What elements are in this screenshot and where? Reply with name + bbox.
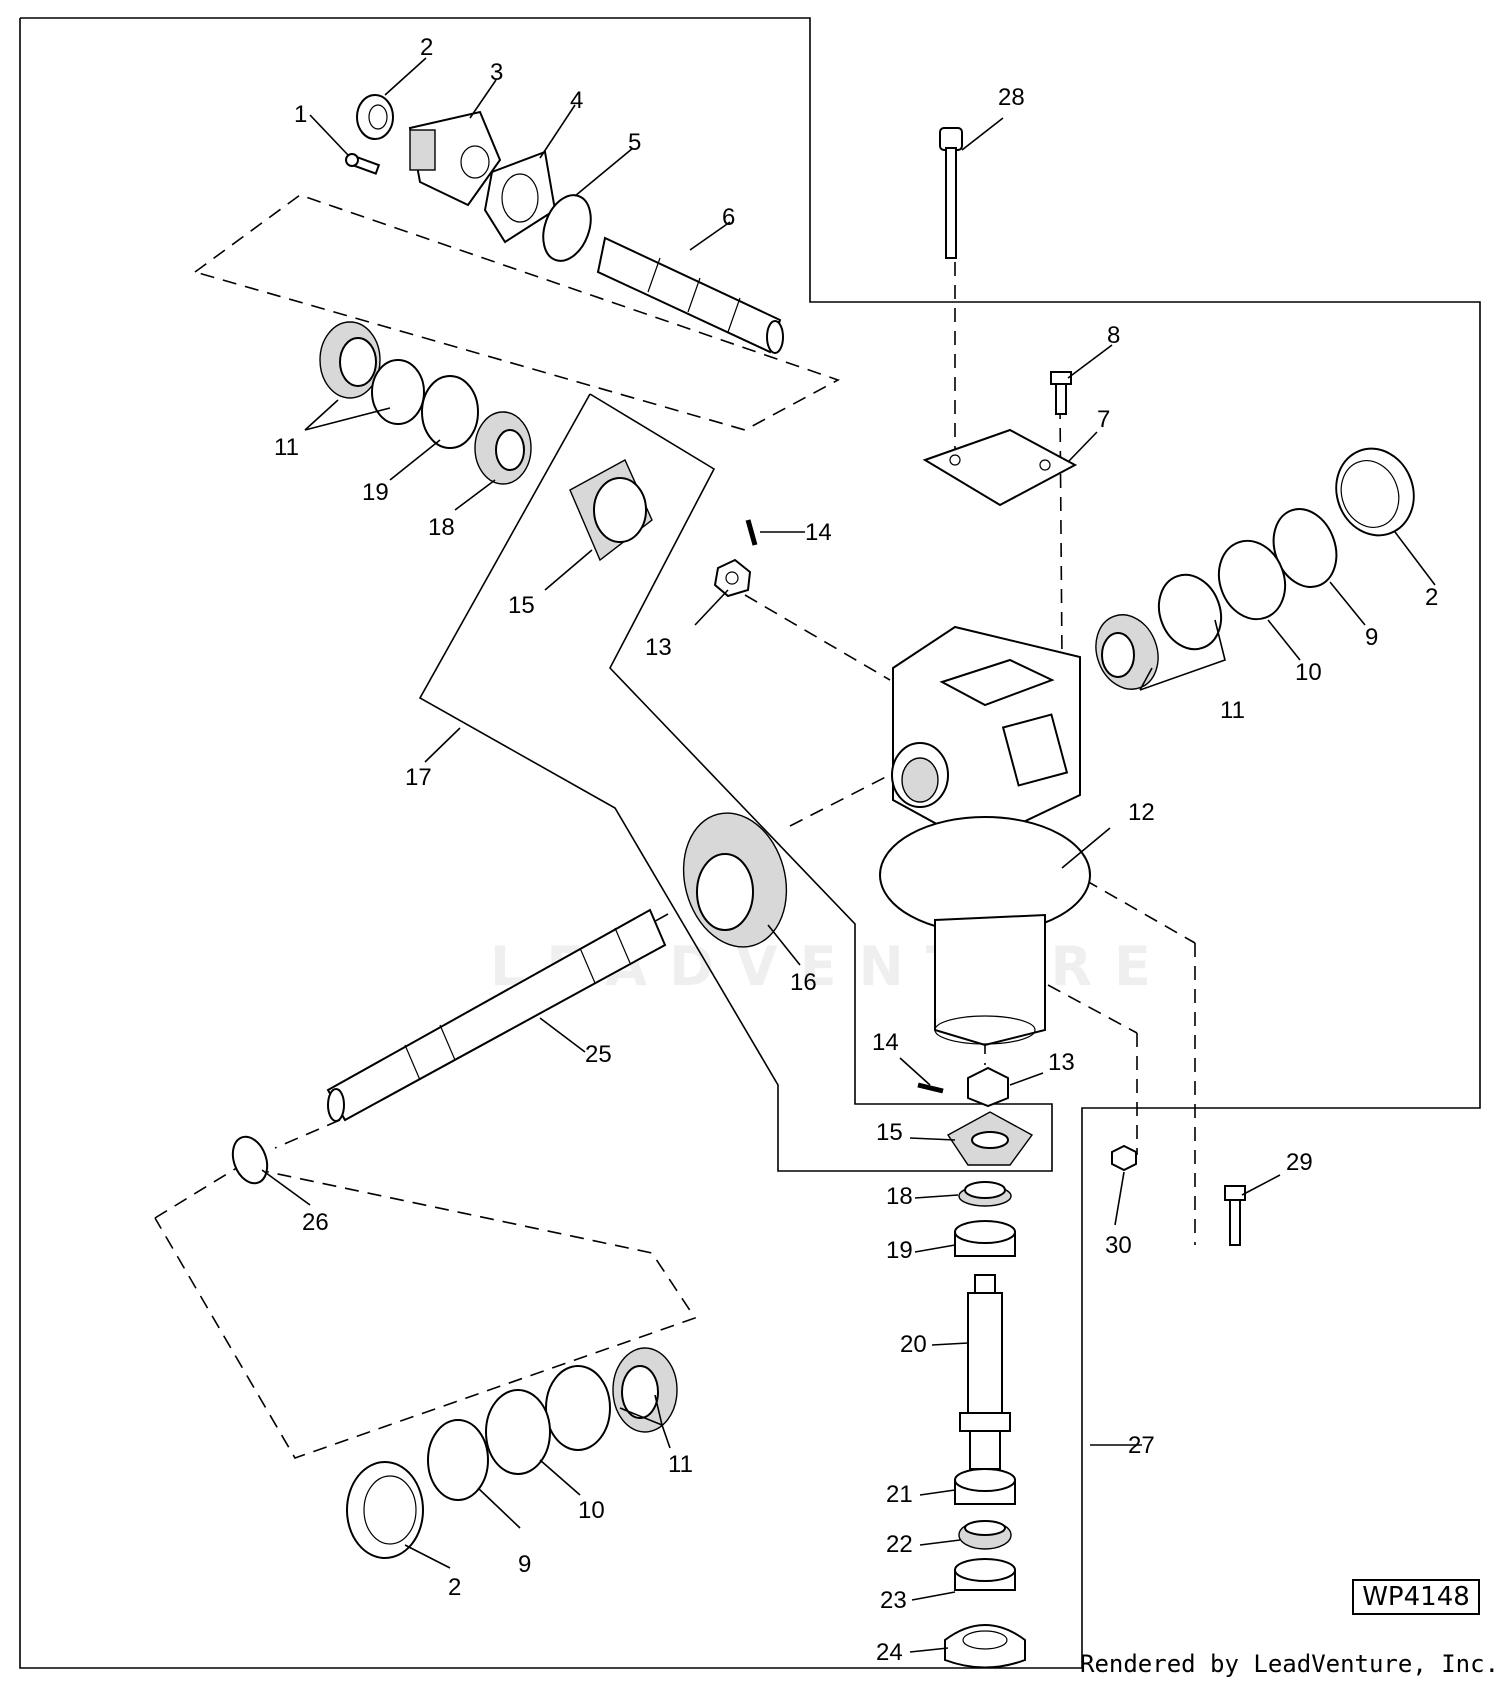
callout-15-upper: 15 <box>508 592 535 619</box>
callout-26: 26 <box>302 1209 329 1236</box>
part-19-cup-upper <box>421 375 479 449</box>
dashed-group-upper <box>194 194 840 431</box>
part-21-cup <box>954 1468 1016 1505</box>
part-12-gearbox-housing <box>879 625 1091 1047</box>
callout-1: 1 <box>294 101 307 128</box>
callout-6: 6 <box>722 204 735 231</box>
part-10-shim-right <box>1217 539 1287 621</box>
axis-8 <box>1059 404 1063 661</box>
part-20-pinion-shaft <box>959 1274 1011 1470</box>
callout-18-upper: 18 <box>428 514 455 541</box>
callout-4: 4 <box>570 87 583 114</box>
callout-7: 7 <box>1097 406 1110 433</box>
part-2-seal-lower <box>346 1461 424 1559</box>
callout-8: 8 <box>1107 322 1120 349</box>
part-22-bearing-cone <box>958 1520 1012 1550</box>
assembly-boundary <box>19 17 1481 1669</box>
part-3-bearing-cap <box>408 110 502 207</box>
callout-30: 30 <box>1105 1232 1132 1259</box>
callout-19-upper: 19 <box>362 479 389 506</box>
part-13-nut-upper <box>713 558 752 598</box>
part-9-snap-ring-lower <box>427 1419 489 1501</box>
callout-2-lower: 2 <box>448 1574 461 1601</box>
leader-lines <box>261 57 1436 1653</box>
callout-22: 22 <box>886 1531 913 1558</box>
axis-26 <box>274 1119 341 1149</box>
callout-16: 16 <box>790 969 817 996</box>
callout-29: 29 <box>1286 1149 1313 1176</box>
callout-11-lower: 11 <box>668 1451 693 1478</box>
part-23-seal <box>954 1558 1016 1591</box>
axis-30 <box>1047 984 1138 1034</box>
callout-3: 3 <box>490 59 503 86</box>
part-10-shim-lower <box>485 1389 551 1475</box>
part-18-bearing-lower <box>958 1181 1012 1207</box>
callout-2-right: 2 <box>1425 584 1438 611</box>
part-1-bolt <box>345 153 381 175</box>
part-2-seal-right <box>1335 447 1415 537</box>
part-19-cup-lower <box>954 1220 1016 1257</box>
part-26-snap-ring <box>231 1135 269 1185</box>
callout-17: 17 <box>405 764 432 791</box>
part-4-gasket <box>483 150 557 244</box>
axis-13-upper <box>744 594 891 681</box>
part-16-bevel-gear <box>682 812 788 948</box>
callout-28: 28 <box>998 84 1025 111</box>
callout-21: 21 <box>886 1481 913 1508</box>
part-18-bearing-upper <box>474 411 532 485</box>
part-11-bearing-lower <box>612 1347 678 1433</box>
callout-15-lower: 15 <box>876 1119 903 1146</box>
callout-23: 23 <box>880 1587 907 1614</box>
part-25-cross-shaft <box>326 908 667 1122</box>
callout-9-right: 9 <box>1365 624 1378 651</box>
part-2-seal-top <box>356 94 394 140</box>
part-11-cup-lower <box>545 1365 611 1451</box>
callout-18-lower: 18 <box>886 1183 913 1210</box>
callout-25: 25 <box>585 1041 612 1068</box>
axis-12-right <box>1084 879 1196 944</box>
drawing-code-box: WP4148 <box>1352 1579 1480 1615</box>
callout-13-upper: 13 <box>645 634 672 661</box>
part-13-nut-lower <box>967 1066 1009 1108</box>
callout-14-lower: 14 <box>872 1029 899 1056</box>
part-11-cup-right <box>1157 573 1223 651</box>
render-credit: Rendered by LeadVenture, Inc. <box>1080 1650 1500 1678</box>
part-7-cover-plate <box>922 428 1078 507</box>
callout-27: 27 <box>1128 1432 1155 1459</box>
group-boundary-17 <box>418 393 1053 1172</box>
part-24-dust-cap <box>944 1624 1026 1669</box>
part-30-nut <box>1111 1144 1137 1172</box>
part-11-bearing-right <box>1095 614 1159 690</box>
callout-labels: 1 2 3 4 5 6 11 19 18 15 14 13 17 16 25 2… <box>274 34 1438 1666</box>
part-11-cup-upper-left <box>371 359 425 425</box>
callout-24: 24 <box>876 1639 903 1666</box>
part-6-input-shaft <box>596 236 784 354</box>
callout-11-upper-left: 11 <box>274 434 299 461</box>
part-11-bearing-upper-left <box>319 321 381 399</box>
part-15-bevel-pinion-upper <box>569 459 653 562</box>
part-14-pin-upper <box>745 519 758 546</box>
callout-14-upper: 14 <box>805 519 832 546</box>
part-28-dipstick <box>939 127 963 259</box>
callout-10-lower: 10 <box>578 1497 605 1524</box>
part-14-pin-lower <box>917 1082 944 1094</box>
callout-20: 20 <box>900 1331 927 1358</box>
part-5-o-ring <box>542 194 592 262</box>
callout-5: 5 <box>628 129 641 156</box>
callout-2-top: 2 <box>420 34 433 61</box>
part-8-bolt <box>1050 371 1072 415</box>
callout-11-right: 11 <box>1220 697 1245 724</box>
callout-9-lower: 9 <box>518 1551 531 1578</box>
callout-19-lower: 19 <box>886 1237 913 1264</box>
dashed-group-lower <box>154 1165 697 1459</box>
callout-10-right: 10 <box>1295 659 1322 686</box>
callout-12: 12 <box>1128 799 1155 826</box>
part-15-bevel-pinion-lower <box>946 1111 1034 1166</box>
callout-13-lower: 13 <box>1048 1049 1075 1076</box>
